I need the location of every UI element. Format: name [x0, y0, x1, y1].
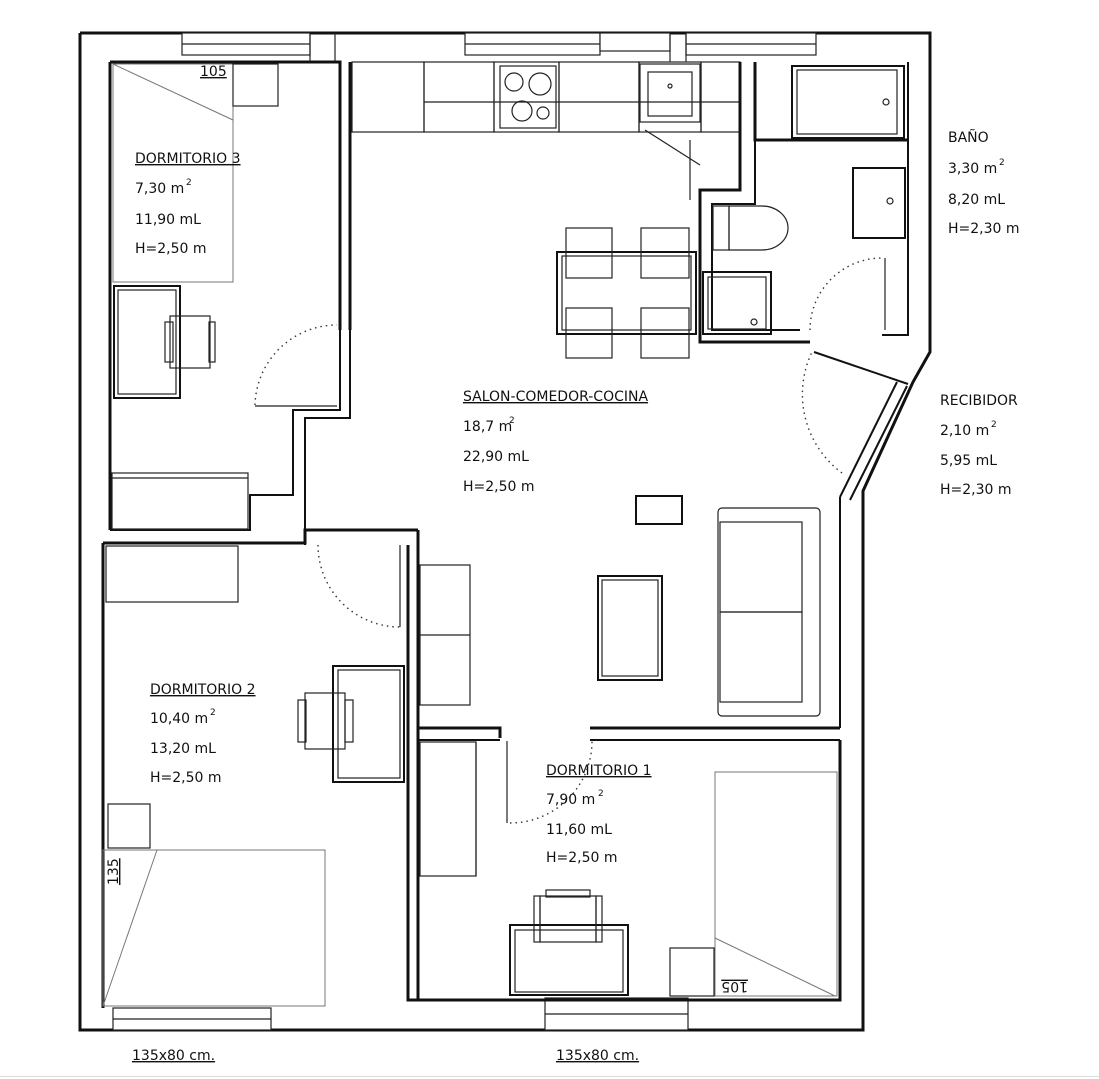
room-height: H=2,50 m	[463, 479, 535, 495]
room-height: H=2,50 m	[135, 241, 207, 257]
room-area: 2,10 m	[940, 423, 989, 439]
bottom-border	[0, 1076, 1099, 1077]
room-area: 10,40 m	[150, 711, 208, 727]
label-dormitorio2: DORMITORIO 2 10,40 m 2 13,20 mL H=2,50 m	[150, 682, 256, 786]
room-area: 7,30 m	[135, 181, 184, 197]
bano-walls	[698, 62, 909, 344]
dormitorio3-bed	[112, 63, 279, 283]
living-furniture	[597, 495, 821, 717]
room-perimeter: 5,95 mL	[940, 453, 997, 469]
room-area: 3,30 m	[948, 161, 997, 177]
room-name: DORMITORIO 1	[546, 763, 652, 779]
room-area-sup: 2	[999, 158, 1005, 168]
room-perimeter: 11,90 mL	[135, 212, 201, 228]
room-area-sup: 2	[210, 708, 216, 718]
label-recibidor: RECIBIDOR 2,10 m 2 5,95 mL H=2,30 m	[940, 393, 1018, 498]
dormitorio2-bed	[102, 803, 326, 1007]
dormitorio1-walls	[418, 726, 842, 1002]
bano-toilet	[712, 205, 789, 251]
room-perimeter: 13,20 mL	[150, 741, 216, 757]
dormitorio2-desk	[297, 665, 405, 783]
room-area-sup: 2	[991, 420, 997, 430]
room-height: H=2,30 m	[940, 482, 1012, 498]
window-right-label: 135x80 cm.	[556, 1048, 639, 1064]
room-area-sup: 2	[509, 416, 515, 426]
top-windows	[181, 32, 817, 62]
recibidor-entry	[801, 351, 909, 728]
dormitorio2-wardrobe	[105, 545, 239, 603]
room-perimeter: 8,20 mL	[948, 192, 1005, 208]
room-area-sup: 2	[598, 789, 604, 799]
room-name: BAÑO	[948, 129, 989, 146]
room-name: DORMITORIO 2	[150, 682, 256, 698]
dormitorio3-walls	[110, 62, 352, 545]
bano-bathtub	[791, 65, 905, 139]
room-name: SALON-COMEDOR-COCINA	[463, 389, 648, 405]
bottom-windows	[112, 997, 689, 1031]
bano-sink	[852, 167, 906, 239]
room-name: RECIBIDOR	[940, 393, 1018, 409]
room-area: 7,90 m	[546, 792, 595, 808]
bed1-width-label: 105	[721, 978, 748, 994]
room-height: H=2,50 m	[546, 850, 618, 866]
dormitorio1-bed	[669, 771, 838, 997]
label-bano: BAÑO 3,30 m 2 8,20 mL H=2,30 m	[948, 129, 1020, 237]
room-area-sup: 2	[186, 178, 192, 188]
bed2-width-label: 135	[106, 858, 122, 885]
room-area: 18,7 m	[463, 419, 512, 435]
bed3-width-label: 105	[200, 64, 227, 80]
label-dormitorio3: DORMITORIO 3 7,30 m 2 11,90 mL H=2,50 m	[135, 151, 241, 257]
room-perimeter: 11,60 mL	[546, 822, 612, 838]
dormitorio3-wardrobe	[111, 472, 249, 530]
label-dormitorio1: DORMITORIO 1 7,90 m 2 11,60 mL H=2,50 m	[546, 763, 652, 866]
room-height: H=2,50 m	[150, 770, 222, 786]
window-left-label: 135x80 cm.	[132, 1048, 215, 1064]
dining-table	[556, 227, 697, 359]
room-perimeter: 22,90 mL	[463, 449, 529, 465]
bano-door	[809, 257, 886, 331]
room-height: H=2,30 m	[948, 221, 1020, 237]
dormitorio3-desk	[113, 285, 216, 399]
dormitorio1-wardrobe	[419, 564, 477, 877]
dormitorio2-door	[317, 544, 401, 628]
kitchen-counter	[351, 61, 741, 200]
room-name: DORMITORIO 3	[135, 151, 241, 167]
dormitorio3-door	[254, 324, 338, 407]
dormitorio1-desk	[509, 889, 629, 996]
label-salon: SALON-COMEDOR-COCINA 18,7 m 2 22,90 mL H…	[463, 389, 648, 495]
bano-shower	[702, 271, 772, 335]
dormitorio1-door	[506, 740, 593, 824]
